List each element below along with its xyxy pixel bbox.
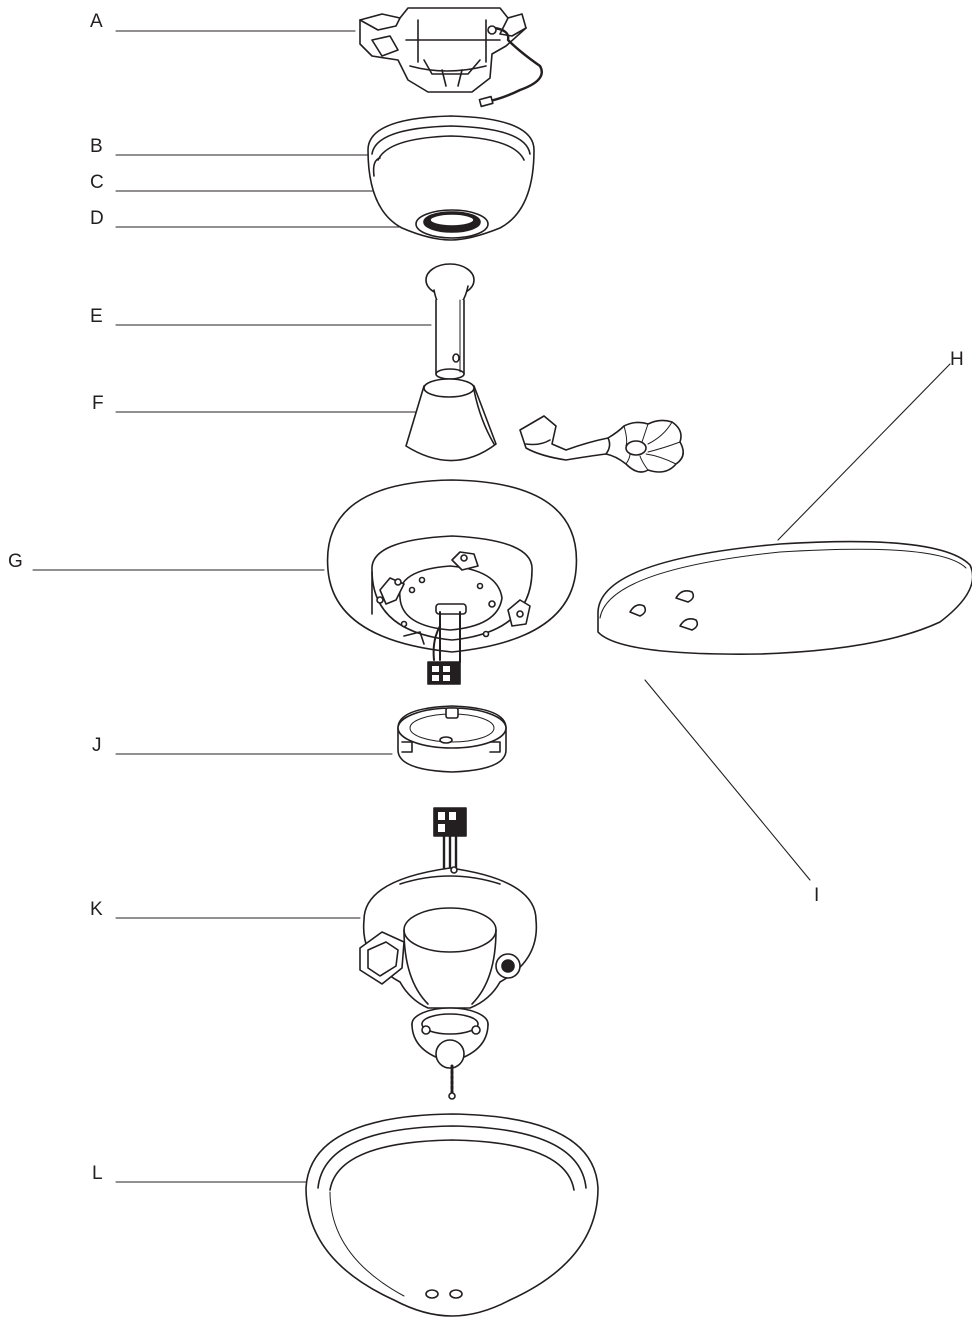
canopy — [368, 116, 534, 240]
leader-lines — [32, 30, 951, 1183]
callout-label-h: H — [950, 349, 964, 370]
callout-label-g: G — [8, 551, 23, 572]
callout-label-i: I — [814, 885, 820, 906]
callout-label-l: L — [92, 1163, 103, 1184]
switch-housing — [360, 808, 536, 1099]
callout-label-k: K — [90, 899, 103, 920]
leader-line-h — [777, 363, 951, 541]
callout-label-j: J — [92, 735, 102, 756]
coupling-cover — [406, 379, 496, 461]
callout-label-c: C — [90, 172, 104, 193]
motor-housing — [328, 480, 577, 684]
callout-label-f: F — [92, 393, 104, 414]
callout-label-a: A — [90, 11, 103, 32]
callout-label-b: B — [90, 136, 103, 157]
mounting-bracket — [360, 8, 542, 106]
leader-line-i — [644, 679, 811, 881]
downrod — [426, 264, 474, 379]
fan-blade — [598, 542, 972, 655]
callout-label-e: E — [90, 306, 103, 327]
glass-bowl — [306, 1114, 598, 1316]
callout-label-d: D — [90, 208, 104, 229]
blade-arm — [520, 416, 683, 472]
switch-housing-cap — [398, 706, 506, 772]
